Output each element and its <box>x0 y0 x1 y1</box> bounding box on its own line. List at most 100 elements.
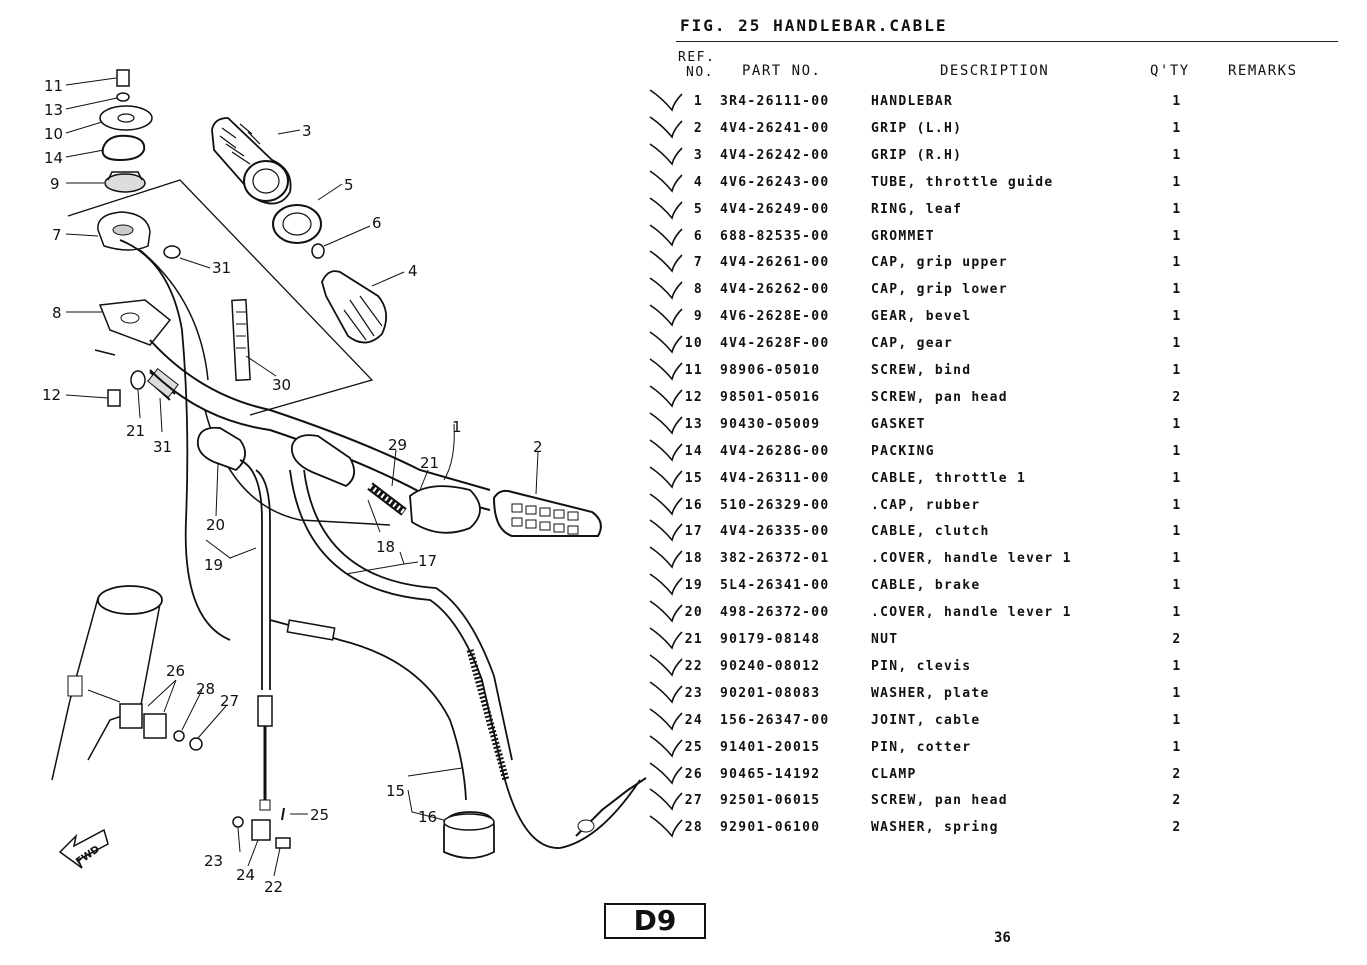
checkmark-icon <box>649 385 683 408</box>
checkmark-icon <box>649 546 683 570</box>
description: SCREW, pan head <box>871 389 1008 405</box>
checkmark-icon <box>649 600 683 623</box>
ref-header-line1: REF. <box>678 50 716 65</box>
description: JOINT, cable <box>871 712 981 728</box>
ref-number: 21 <box>684 632 703 647</box>
callout: 12 <box>42 386 61 404</box>
part-number: 98906-05010 <box>720 363 821 378</box>
ref-number: 18 <box>684 551 703 567</box>
ref-number: 27 <box>684 793 703 809</box>
ref-number: 17 <box>684 524 703 540</box>
page-number: 36 <box>994 930 1011 946</box>
checkmark-icon <box>649 304 683 327</box>
part-number: 4V4-26335-00 <box>720 524 830 540</box>
quantity: 2 <box>1172 793 1182 809</box>
callout: 8 <box>52 304 62 322</box>
callout: 18 <box>376 538 395 556</box>
description: CABLE, throttle 1 <box>871 470 1027 486</box>
quantity: 2 <box>1172 632 1182 647</box>
callout: 10 <box>44 125 63 143</box>
callout: 28 <box>196 680 215 698</box>
checkmark-icon <box>649 331 683 354</box>
checkmark-icon <box>649 250 683 274</box>
fwd-arrow-icon <box>58 828 109 869</box>
quantity: 1 <box>1172 416 1182 432</box>
part-number: 4V6-26243-00 <box>720 174 830 190</box>
checkmark-icon <box>649 627 683 650</box>
callout: 15 <box>386 782 405 800</box>
part-number: 4V4-26311-00 <box>720 470 830 486</box>
checkmark-icon <box>649 681 683 704</box>
ref-number: 24 <box>684 712 703 728</box>
ref-number: 9 <box>693 309 703 325</box>
part-number: 156-26347-00 <box>720 712 830 728</box>
callout: 19 <box>204 556 223 574</box>
part-lever-cover-20 <box>196 426 246 472</box>
checkmark-icon <box>649 277 683 301</box>
column-header-qty: Q'TY <box>1150 63 1190 79</box>
callout: 17 <box>418 552 437 570</box>
part-number: 4V4-26261-00 <box>720 255 830 271</box>
callout: 26 <box>166 662 185 680</box>
checkmark-icon <box>649 465 683 489</box>
part-number: 4V4-2628F-00 <box>720 336 830 352</box>
part-number: 382-26372-01 <box>720 551 830 567</box>
table-row: 12 98501-05016 SCREW, pan head 2 <box>0 384 1367 411</box>
description: CABLE, brake <box>871 578 981 594</box>
description: SCREW, pan head <box>871 793 1008 809</box>
ref-number: 14 <box>684 443 703 459</box>
checkmark-icon <box>649 815 683 839</box>
ref-number: 12 <box>684 389 703 405</box>
ref-number: 19 <box>684 578 703 594</box>
callout: 14 <box>44 149 63 167</box>
part-number: 510-26329-00 <box>720 497 830 513</box>
part-number: 4V4-26242-00 <box>720 147 830 163</box>
quantity: 1 <box>1172 228 1182 244</box>
part-number: 3R4-26111-00 <box>720 94 830 109</box>
part-number: 98501-05016 <box>720 389 821 405</box>
quantity: 1 <box>1172 497 1182 513</box>
quantity: 1 <box>1172 578 1182 594</box>
description: CABLE, clutch <box>871 524 990 540</box>
part-number: 90465-14192 <box>720 766 821 782</box>
part-number: 90179-08148 <box>720 632 821 647</box>
ref-number: 2 <box>693 120 703 136</box>
quantity: 1 <box>1172 147 1182 163</box>
part-joint-24 <box>251 819 271 841</box>
ref-number: 16 <box>684 497 703 513</box>
checkmark-icon <box>649 170 683 193</box>
callout: 30 <box>272 376 291 394</box>
header-rule <box>676 41 1338 42</box>
part-number: 4V4-26249-00 <box>720 201 830 217</box>
callout: 6 <box>372 214 382 232</box>
part-packing-14 <box>101 134 146 162</box>
quantity: 1 <box>1172 201 1182 217</box>
callout: 27 <box>220 692 239 710</box>
quantity: 1 <box>1172 255 1182 271</box>
ref-number: 13 <box>684 416 703 432</box>
quantity: 1 <box>1172 605 1182 621</box>
description: GRIP (L.H) <box>871 120 963 136</box>
quantity: 2 <box>1172 389 1182 405</box>
quantity: 1 <box>1172 363 1182 378</box>
part-cotter-pin-25 <box>281 807 285 821</box>
callout: 23 <box>204 852 223 870</box>
callout: 1 <box>452 418 462 436</box>
description: PIN, clevis <box>871 658 972 674</box>
part-number: 90430-05009 <box>720 416 821 432</box>
checkmark-icon <box>649 143 683 166</box>
description: GASKET <box>871 416 926 432</box>
part-number: 498-26372-00 <box>720 605 830 621</box>
callout: 21 <box>126 422 145 440</box>
description: .COVER, handle lever 1 <box>871 605 1072 621</box>
ref-number: 3 <box>693 147 703 163</box>
